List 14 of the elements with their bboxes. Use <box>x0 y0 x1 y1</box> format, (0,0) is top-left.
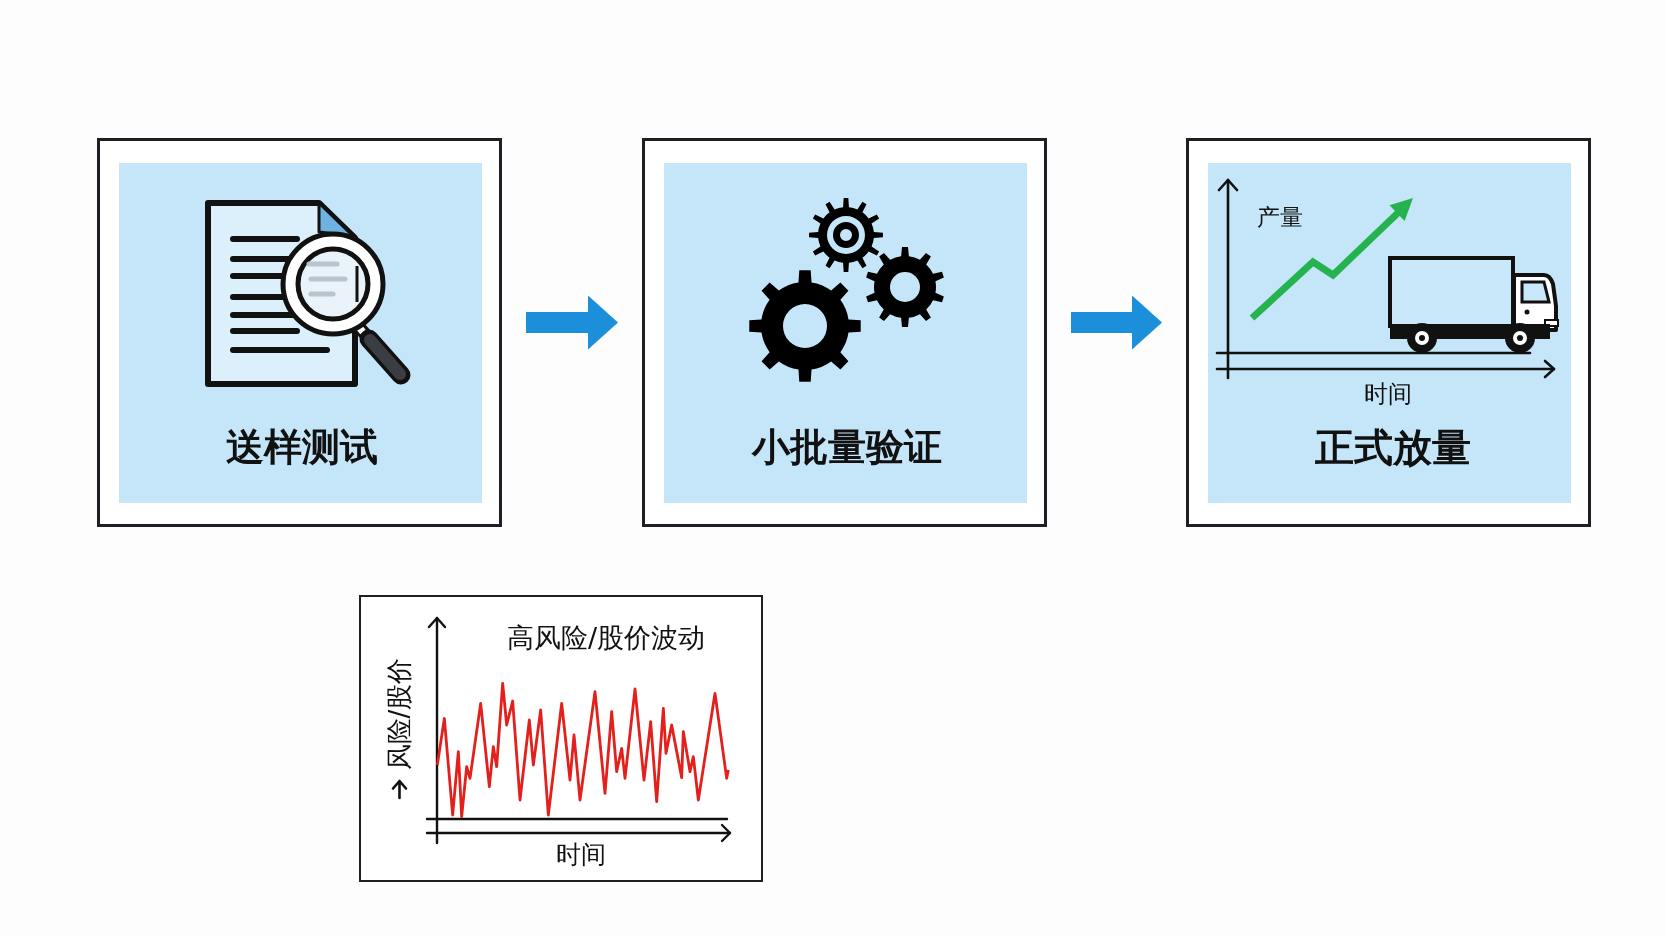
axis-label: 产量 <box>1257 203 1303 231</box>
chart-title: 高风险/股价波动 <box>506 622 706 654</box>
step-label: 小批量验证 <box>752 426 942 470</box>
step-label: 正式放量 <box>1315 425 1471 471</box>
step-label: 送样测试 <box>226 426 378 470</box>
step-card <box>97 138 502 527</box>
axis-label: 风险/股价 <box>385 657 415 771</box>
chart-card <box>359 595 763 882</box>
step-card <box>642 138 1047 527</box>
axis-label: 时间 <box>556 840 606 870</box>
arrow <box>526 295 618 350</box>
step-card <box>1186 138 1591 527</box>
axis-label: 时间 <box>1364 381 1412 409</box>
arrow <box>1071 295 1162 350</box>
